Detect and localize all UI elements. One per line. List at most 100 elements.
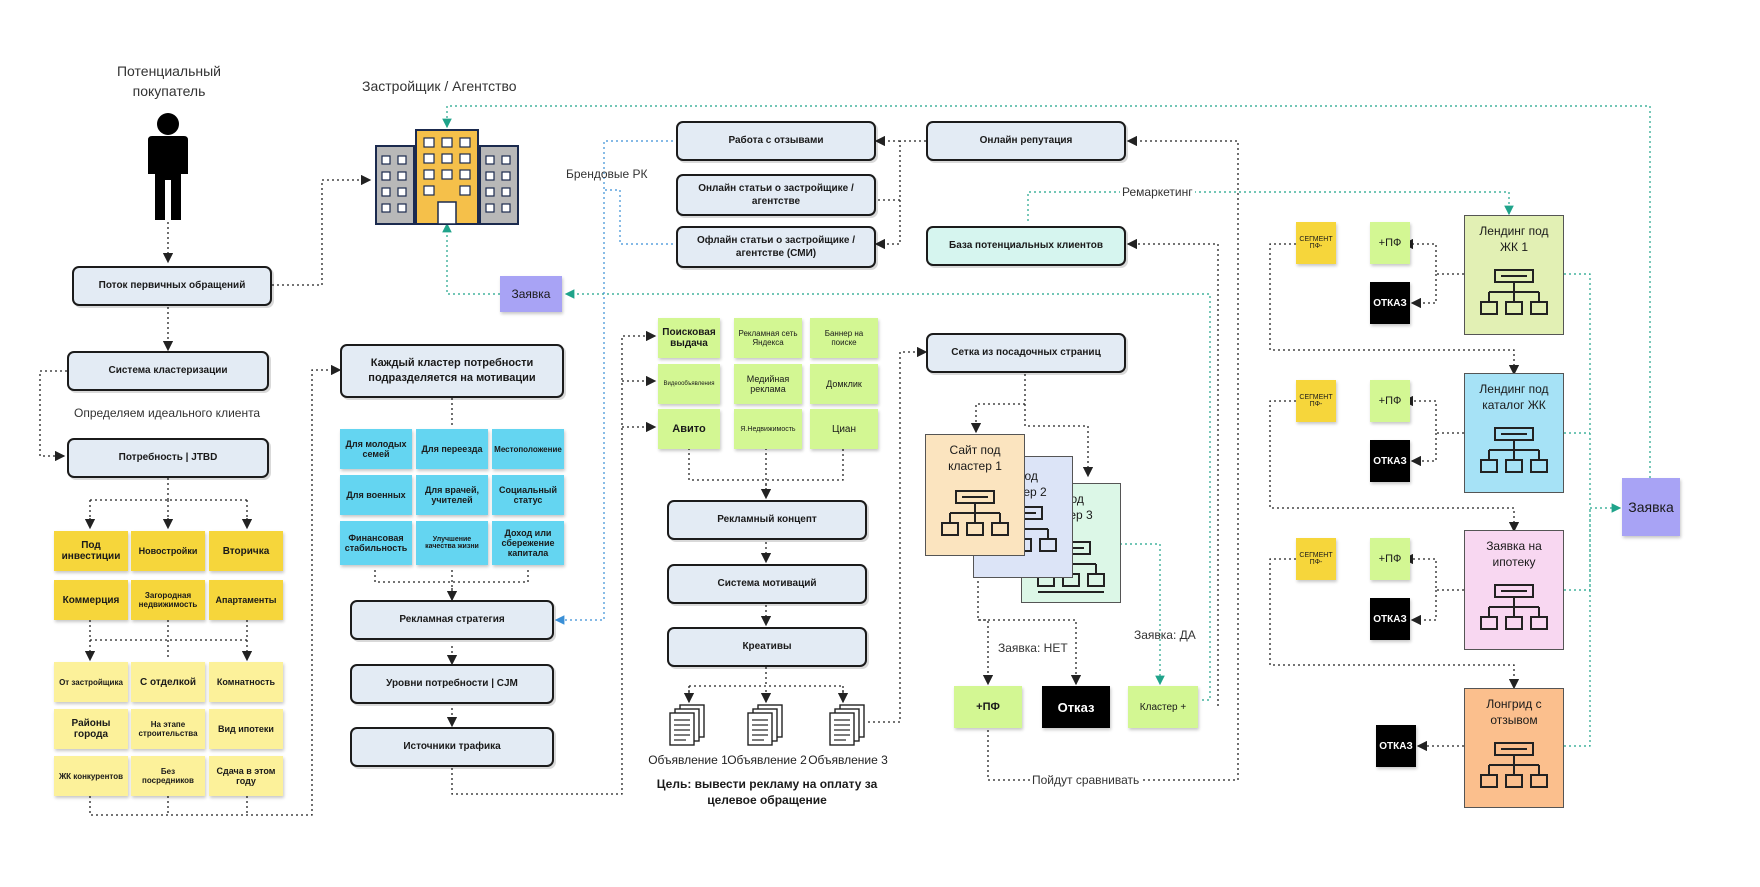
refine-sticky: На этапе строительства — [131, 709, 205, 749]
clustering-node[interactable]: Система кластеризации — [67, 351, 269, 391]
segment-sticky: СЕГМЕНТ ПФ- — [1296, 222, 1336, 264]
client-base-node[interactable]: База потенциальных клиентов — [926, 226, 1126, 266]
landing-card-2[interactable]: Лендинг под каталог ЖК — [1464, 373, 1564, 493]
ad-strategy-node[interactable]: Рекламная стратегия — [350, 600, 554, 640]
channel-sticky: Домклик — [810, 364, 878, 404]
building-icon — [375, 129, 519, 225]
sitemap-icon — [941, 490, 1009, 536]
motivation-sticky: Улучшение качества жизни — [416, 521, 488, 565]
site-card-2-label: под тер 2 — [1018, 469, 1072, 500]
landing-card-4[interactable]: Лонгрид с отзывом — [1464, 688, 1564, 808]
motivation-sticky: Для переезда — [416, 429, 488, 469]
remarketing-label: Ремаркетинг — [1120, 185, 1195, 199]
person-icon — [148, 113, 188, 220]
pf-sticky: +ПФ — [1370, 538, 1410, 580]
landing-card-1-label: Лендинг под ЖК 1 — [1479, 224, 1549, 254]
refine-sticky: Вид ипотеки — [209, 709, 283, 749]
sitemap-icon — [1480, 269, 1548, 315]
ad-caption: Объявление 2 — [727, 753, 807, 767]
needs-sticky: Под инвестиции — [54, 531, 128, 571]
site-card-1: Сайт под кластер 1 — [925, 434, 1025, 556]
channel-sticky: Видеообъявления — [658, 364, 720, 404]
motivation-sticky: Для врачей, учителей — [416, 475, 488, 515]
request-yes-label: Заявка: ДА — [1134, 628, 1196, 642]
landing-card-2-label: Лендинг под каталог ЖК — [1479, 382, 1549, 412]
needs-levels-node[interactable]: Уровни потребности | CJM — [350, 664, 554, 704]
needs-jtbd-node[interactable]: Потребность | JTBD — [67, 438, 269, 478]
channel-sticky: Баннер на поиске — [810, 318, 878, 358]
pf-outcome: +ПФ — [954, 686, 1022, 728]
ad-caption: Объявление 1 — [648, 753, 728, 767]
online-articles-node[interactable]: Онлайн статьи о застройщике / агентстве — [676, 174, 876, 216]
motivation-sticky: Для военных — [340, 475, 412, 515]
final-request-sticky: Заявка — [1622, 478, 1680, 536]
sitemap-icon — [1480, 584, 1548, 630]
motivation-sticky: Для молодых семей — [340, 429, 412, 469]
channel-sticky: Медийная реклама — [734, 364, 802, 404]
document-icon — [669, 704, 705, 746]
landing-card-4-label: Лонгрид с отзывом — [1486, 697, 1542, 727]
refusal-outcome: Отказ — [1042, 686, 1110, 728]
ad-caption: Объявление 3 — [808, 753, 888, 767]
will-compare-label: Пойдут сравнивать — [1030, 773, 1142, 787]
buyer-label: Потенциальный покупатель — [116, 63, 221, 99]
developer-label: Застройщик / Агентство — [362, 78, 517, 94]
cluster-plus-outcome: Кластер + — [1128, 686, 1198, 728]
channel-sticky: Рекламная сеть Яндекса — [734, 318, 802, 358]
needs-sticky: Коммерция — [54, 580, 128, 620]
online-reputation-node[interactable]: Онлайн репутация — [926, 121, 1126, 161]
cluster-motivation-node[interactable]: Каждый кластер потребности подразделяетс… — [340, 344, 564, 398]
refine-sticky: Без посредников — [131, 756, 205, 796]
offline-articles-node[interactable]: Офлайн статьи о застройщике / агентстве … — [676, 226, 876, 268]
needs-sticky: Апартаменты — [209, 580, 283, 620]
channel-sticky: Авито — [658, 409, 720, 449]
needs-sticky: Вторичка — [209, 531, 283, 571]
refine-sticky: От застройщика — [54, 662, 128, 702]
ad-concept-node[interactable]: Рекламный концепт — [667, 500, 867, 540]
channel-sticky: Поисковая выдача — [658, 318, 720, 358]
motivation-sticky: Местоположение — [492, 429, 564, 469]
motivation-sticky: Доход или сбережение капитала — [492, 521, 564, 565]
landing-grid-node[interactable]: Сетка из посадочных страниц — [926, 333, 1126, 373]
segment-sticky: СЕГМЕНТ ПФ- — [1296, 380, 1336, 422]
primary-flow-node[interactable]: Поток первичных обращений — [72, 266, 272, 306]
refine-sticky: ЖК конкурентов — [54, 756, 128, 796]
goal-text: Цель: вывести рекламу на оплату за целев… — [656, 777, 878, 808]
request-sticky: Заявка — [500, 276, 562, 312]
needs-sticky: Новостройки — [131, 531, 205, 571]
segment-sticky: СЕГМЕНТ ПФ- — [1296, 538, 1336, 580]
creatives-node[interactable]: Креативы — [667, 627, 867, 667]
refine-sticky: Сдача в этом году — [209, 756, 283, 796]
document-icon — [747, 704, 783, 746]
channel-sticky: Циан — [810, 409, 878, 449]
refusal-sticky: ОТКАЗ — [1376, 725, 1416, 767]
refine-sticky: С отделкой — [131, 662, 205, 702]
sitemap-icon — [1480, 742, 1548, 788]
refusal-sticky: ОТКАЗ — [1370, 598, 1410, 640]
traffic-sources-node[interactable]: Источники трафика — [350, 727, 554, 767]
channel-sticky: Я.Недвижимость — [734, 409, 802, 449]
sitemap-icon — [1480, 427, 1548, 473]
landing-card-1[interactable]: Лендинг под ЖК 1 — [1464, 215, 1564, 335]
site-card-2-label-line1: под — [1018, 469, 1038, 483]
request-no-label: Заявка: НЕТ — [998, 641, 1068, 655]
needs-sticky: Загородная недвижимость — [131, 580, 205, 620]
motivation-sticky: Финансовая стабильность — [340, 521, 412, 565]
document-icon — [829, 704, 865, 746]
site-card-2-label-line2: тер 2 — [1018, 484, 1047, 499]
motivation-sticky: Социальный статус — [492, 475, 564, 515]
refine-sticky: Комнатность — [209, 662, 283, 702]
pf-sticky: +ПФ — [1370, 222, 1410, 264]
ideal-client-label: Определяем идеального клиента — [74, 406, 261, 420]
refine-sticky: Районы города — [54, 709, 128, 749]
reviews-node[interactable]: Работа с отзывами — [676, 121, 876, 161]
refusal-sticky: ОТКАЗ — [1370, 440, 1410, 482]
landing-card-3[interactable]: Заявка на ипотеку — [1464, 530, 1564, 650]
site-card-1-label: Сайт под кластер 1 — [948, 443, 1002, 473]
refusal-sticky: ОТКАЗ — [1370, 282, 1410, 324]
branded-rk-label: Брендовые РК — [566, 167, 648, 181]
motivation-system-node[interactable]: Система мотиваций — [667, 564, 867, 604]
pf-sticky: +ПФ — [1370, 380, 1410, 422]
landing-card-3-label: Заявка на ипотеку — [1486, 539, 1542, 569]
